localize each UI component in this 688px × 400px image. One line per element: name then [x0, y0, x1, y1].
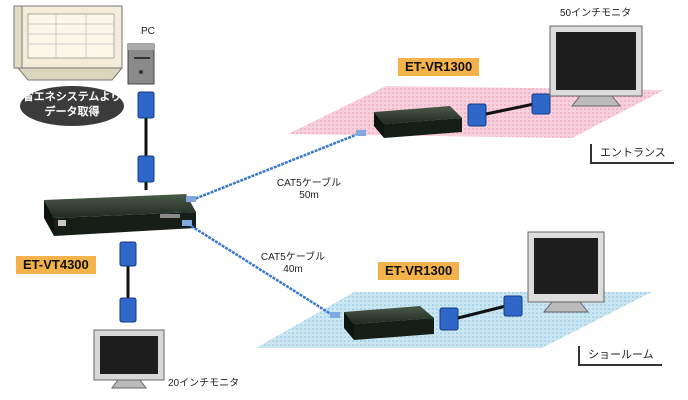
receiver-top-device — [374, 93, 551, 138]
pc-note-bubble: 省エネシステムより データ取得 — [20, 86, 124, 126]
cable-top-label: CAT5ケーブル 50m — [268, 178, 350, 202]
cable-bottom-type: CAT5ケーブル — [260, 252, 326, 263]
cable-bottom-length: 40m — [283, 264, 303, 275]
monitor-50-icon — [549, 25, 643, 107]
sender-model-tag: ET-VT4300 — [16, 256, 96, 274]
monitor-20-icon — [93, 329, 165, 389]
pc-icon — [13, 5, 155, 85]
monitor-showroom-icon — [527, 231, 605, 313]
receiver-bottom-device — [344, 295, 523, 340]
receiver-bottom-model-tag: ET-VR1300 — [378, 262, 460, 280]
monitor-50-label: 50インチモニタ — [560, 8, 632, 19]
pc-note-line1: 省エネシステムより — [22, 91, 122, 103]
cat5-cable-top — [186, 130, 366, 202]
vga-cable-monitor20 — [119, 241, 137, 323]
pc-label: PC — [141, 26, 155, 37]
pc-note-line2: データ取得 — [44, 106, 100, 118]
cable-bottom-label: CAT5ケーブル 40m — [252, 252, 334, 276]
entrance-zone-label: エントランス — [590, 144, 674, 164]
showroom-zone-label: ショールーム — [578, 346, 662, 366]
cable-top-length: 50m — [299, 190, 319, 201]
monitor-20-label: 20インチモニタ — [168, 378, 240, 389]
cat5-cable-bottom — [182, 220, 340, 318]
sender-device — [44, 194, 196, 236]
vga-cable-pc — [137, 91, 155, 190]
cable-top-type: CAT5ケーブル — [276, 178, 342, 189]
receiver-top-model-tag: ET-VR1300 — [398, 58, 480, 76]
